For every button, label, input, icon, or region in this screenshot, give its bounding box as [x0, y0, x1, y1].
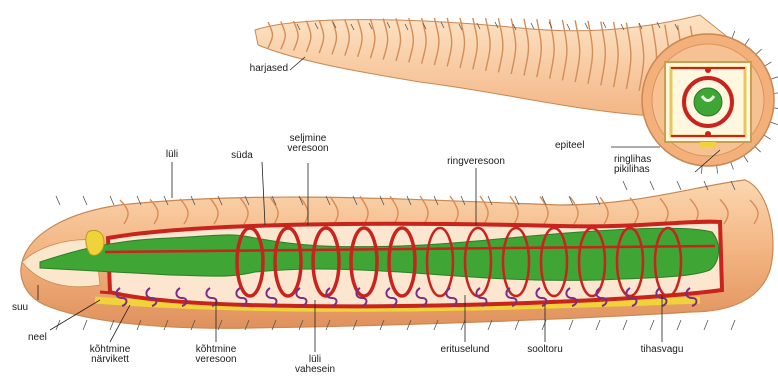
label-neel: neel	[28, 333, 47, 343]
label-ringveresoon: ringveresoon	[447, 157, 505, 167]
label-ringlihas-pikilihas: ringlihas pikilihas	[614, 155, 651, 175]
seta-bristle	[677, 181, 681, 190]
seta-bristle	[770, 122, 778, 125]
label-veresoon: veresoon	[195, 355, 236, 365]
label-seljmine-veresoon: seljmine veresoon	[287, 134, 328, 154]
seta-bristle	[83, 196, 87, 205]
cross-section	[642, 34, 774, 166]
seta-bristle	[755, 146, 761, 152]
label-harjased: harjased	[212, 64, 288, 74]
seta-bristle	[83, 320, 87, 330]
seta-bristle	[56, 196, 60, 205]
seta-bristle	[515, 320, 519, 330]
seta-bristle	[744, 156, 748, 163]
seta-bristle	[623, 181, 627, 190]
seta-bristle	[585, 23, 588, 29]
label-narvikett: närvikett	[90, 355, 131, 365]
label-pikilihas: pikilihas	[614, 165, 651, 175]
lower-worm-dissected	[21, 180, 773, 330]
seta-bristle	[110, 196, 114, 205]
seta-bristle	[542, 320, 546, 330]
seta-bristle	[650, 181, 654, 190]
seta-bristle	[567, 24, 570, 30]
seta-bristle	[732, 31, 735, 38]
label-epiteel: epiteel	[555, 141, 584, 151]
label-sudi: süda	[231, 151, 253, 161]
label-seljmine-veresoon-2: veresoon	[287, 144, 328, 154]
seta-bristle	[717, 165, 718, 173]
seta-bristle	[756, 49, 762, 55]
seta-bristle	[704, 320, 708, 330]
seta-bristle	[569, 320, 573, 330]
label-vahesein: vahesein	[295, 365, 335, 375]
seta-bristle	[531, 23, 534, 29]
seta-bristle	[765, 62, 772, 66]
label-kohtmine-veresoon: kõhtmine veresoon	[195, 345, 236, 365]
label-sooltoru: sooltoru	[527, 345, 563, 355]
seta-bristle	[771, 77, 778, 80]
seta-bristle	[701, 166, 702, 174]
seta-bristle	[650, 320, 654, 330]
seta-bristle	[745, 39, 749, 46]
seta-bristle	[731, 320, 735, 330]
seta-bristle	[677, 320, 681, 330]
seta-bristle	[764, 135, 771, 139]
label-suu: suu	[12, 303, 28, 313]
label-erituselund: erituselund	[441, 345, 490, 355]
seta-bristle	[596, 320, 600, 330]
seta-bristle	[623, 320, 627, 330]
label-kohtmine-narvikett: kõhtmine närvikett	[90, 345, 131, 365]
seta-bristle	[731, 162, 734, 170]
label-lyli-top: lüli	[166, 150, 178, 160]
label-tihasvagu: tihasvagu	[641, 345, 684, 355]
label-lyli-vahesein: lüli vahesein	[295, 355, 335, 375]
seta-bristle	[603, 22, 606, 28]
